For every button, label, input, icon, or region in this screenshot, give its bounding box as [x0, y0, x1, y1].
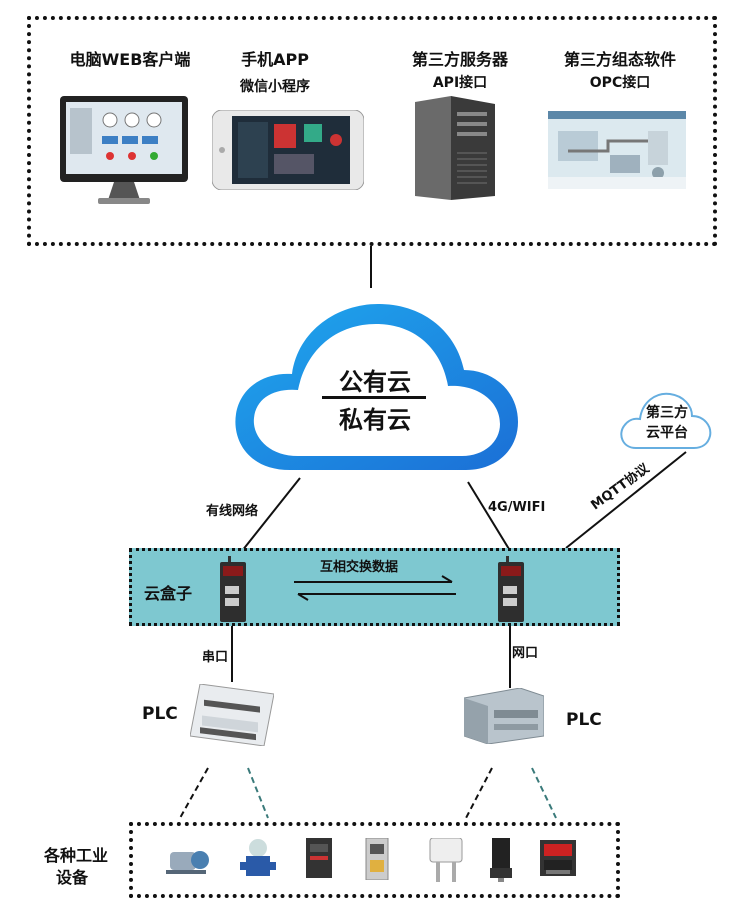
pump-icon — [166, 851, 209, 874]
client-app-title: 手机APP — [241, 50, 309, 69]
meter-display-icon — [540, 840, 576, 876]
servo-motor-icon — [490, 838, 512, 882]
gateway-device-right-icon — [498, 556, 524, 622]
plc-right-icon — [464, 688, 544, 744]
clients-panel — [27, 16, 717, 246]
flowmeter-icon — [240, 839, 276, 876]
plc-left-icon — [190, 684, 274, 746]
inverter-icon — [306, 838, 332, 878]
wireless-label: 4G/WIFI — [488, 500, 546, 515]
third-cloud-line1: 第三方 — [646, 405, 688, 421]
exchange-label: 互相交换数据 — [320, 560, 399, 575]
devices-panel — [129, 822, 620, 898]
servo-drive-icon — [365, 838, 389, 880]
third-cloud-line2: 云平台 — [646, 425, 688, 441]
client-web-title: 电脑WEB客户端 — [69, 50, 191, 69]
exchange-arrows-icon — [294, 575, 456, 601]
cloud-line1: 公有云 — [339, 368, 411, 396]
scada-screen-icon — [548, 111, 686, 189]
gateway-label: 云盒子 — [144, 584, 193, 603]
sensor-icon — [429, 838, 463, 882]
client-scada-title: 第三方组态软件 — [563, 50, 676, 69]
gateway-band — [129, 548, 620, 626]
client-scada-subtitle: OPC接口 — [589, 75, 651, 91]
plc-right-label: PLC — [566, 710, 602, 730]
plc-left-label: PLC — [142, 704, 178, 724]
ethernet-port-label: 网口 — [512, 646, 539, 661]
devices-label-line2: 设备 — [56, 868, 89, 887]
cloud-line2: 私有云 — [339, 406, 411, 434]
cloud-icon — [235, 304, 518, 470]
third-party-cloud-icon — [620, 392, 712, 449]
monitor-icon — [60, 96, 188, 204]
devices-label-line1: 各种工业 — [44, 846, 109, 865]
connector-line — [370, 246, 372, 288]
client-app-subtitle: 微信小程序 — [240, 79, 310, 95]
serial-port-label: 串口 — [202, 650, 229, 665]
cloud-divider — [322, 396, 426, 399]
client-server-title: 第三方服务器 — [411, 50, 508, 69]
server-icon — [415, 96, 495, 200]
client-server-subtitle: API接口 — [432, 75, 488, 91]
wired-network-label: 有线网络 — [206, 504, 259, 519]
gateway-device-left-icon — [220, 556, 246, 622]
phone-icon — [212, 110, 364, 190]
